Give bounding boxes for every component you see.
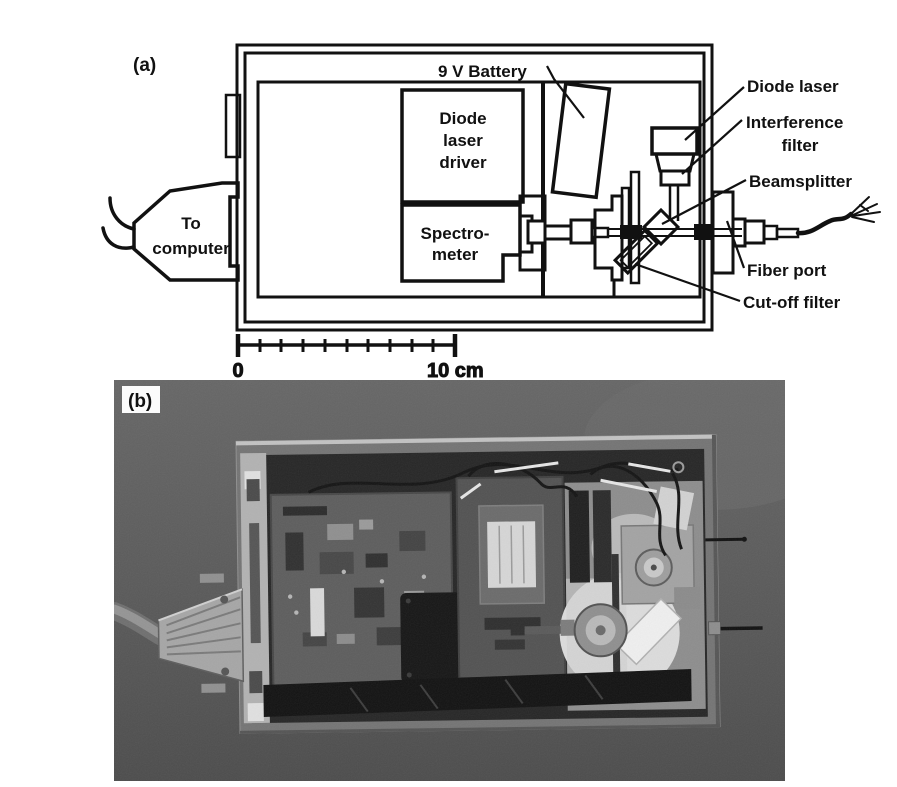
- label-fiber-port: Fiber port: [747, 261, 827, 280]
- driver-box: Diode laser driver: [400, 88, 525, 204]
- driver-box-label-line1: Diode: [439, 109, 486, 128]
- panel-b-photo: (b): [114, 380, 785, 781]
- battery: [550, 81, 612, 200]
- panel-a-diagram: Diode laser driver Spectro- meter 9 V Ba…: [101, 43, 881, 383]
- computer-connector: To computer: [101, 181, 240, 282]
- enclosure-outline: [224, 43, 714, 332]
- leader-cutoff-filter: [634, 262, 741, 303]
- leader-diode-laser: [684, 86, 745, 141]
- leader-interference-filter: [681, 119, 743, 175]
- scale-label-start: 0: [232, 360, 243, 382]
- connector-wires: [101, 196, 136, 250]
- to-computer-label-line1: To: [181, 214, 201, 233]
- leader-fiber-port: [725, 220, 746, 269]
- inner-compartment: [256, 80, 702, 299]
- label-interference-line1: Interference: [746, 113, 843, 132]
- leader-beamsplitter: [661, 179, 747, 225]
- to-computer-label-line2: computer: [152, 239, 230, 258]
- photo-grain: [114, 380, 785, 781]
- filter-mount: [593, 170, 714, 297]
- battery-label: 9 V Battery: [438, 62, 527, 81]
- interference-filter: [659, 169, 691, 187]
- scale-ticks: [258, 339, 435, 352]
- diode-laser-body: [650, 126, 699, 156]
- label-interference-line2: filter: [782, 136, 819, 155]
- battery-leader-line: [546, 65, 585, 119]
- label-beamsplitter: Beamsplitter: [749, 172, 852, 191]
- fiber-connector: [743, 219, 766, 245]
- spectrometer-label-line2: meter: [432, 245, 479, 264]
- driver-box-label-line3: driver: [439, 153, 487, 172]
- left-wall-bracket: [224, 93, 242, 159]
- lens-tubes: [518, 194, 610, 272]
- spectrometer-box: Spectro- meter: [400, 203, 522, 283]
- spectrometer-label-line1: Spectro-: [421, 224, 490, 243]
- label-diode-laser: Diode laser: [747, 77, 839, 96]
- panel-a-tag: (a): [133, 55, 156, 76]
- scale-bar: 0 10 cm: [232, 334, 484, 383]
- fiber-end-fray: [850, 196, 881, 223]
- scale-label-end: 10 cm: [427, 360, 484, 382]
- label-cutoff-filter: Cut-off filter: [743, 293, 841, 312]
- panel-b-tag-box: (b): [122, 386, 160, 413]
- leader-lines: [634, 86, 747, 303]
- laser-assembly: [650, 126, 699, 221]
- panel-b-tag: (b): [128, 391, 152, 412]
- driver-box-label-line2: laser: [443, 131, 483, 150]
- output-fiber: [795, 196, 881, 236]
